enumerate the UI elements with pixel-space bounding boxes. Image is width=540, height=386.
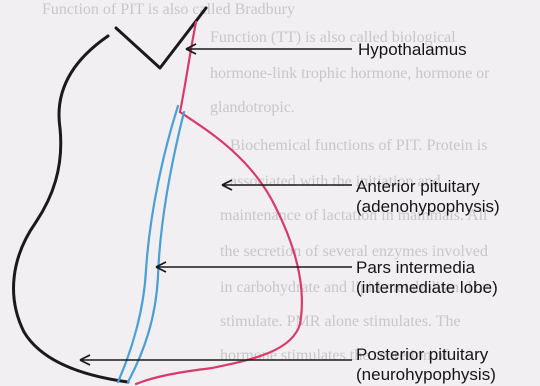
background-text-line: Biochemical functions of PIT. Protein is <box>230 137 487 154</box>
label-hypothalamus: Hypothalamus <box>358 40 467 59</box>
background-text-line: stimulate. PMR alone stimulates. The <box>220 313 461 330</box>
label-pars-intermedia: Pars intermedia <box>356 258 476 277</box>
label-intermediate-lobe: (intermediate lobe) <box>356 278 498 297</box>
background-text-line: hormone-link trophic hormone, hormone or <box>210 65 490 82</box>
label-posterior-pituitary: Posterior pituitary <box>356 345 489 364</box>
label-neurohypophysis: (neurohypophysis) <box>356 365 496 384</box>
pituitary-outline <box>14 36 128 382</box>
pars-intermedia-boundary-left <box>118 106 178 382</box>
pars-intermedia-boundary-right <box>128 112 184 382</box>
label-adenohypophysis: (adenohypophysis) <box>356 197 500 216</box>
background-text-line: glandotropic. <box>210 99 295 116</box>
background-text-line: Function of PIT is also called Bradbury <box>42 1 295 18</box>
label-anterior-pituitary: Anterior pituitary <box>356 177 480 196</box>
pars-intermedia-pointer <box>156 262 352 272</box>
